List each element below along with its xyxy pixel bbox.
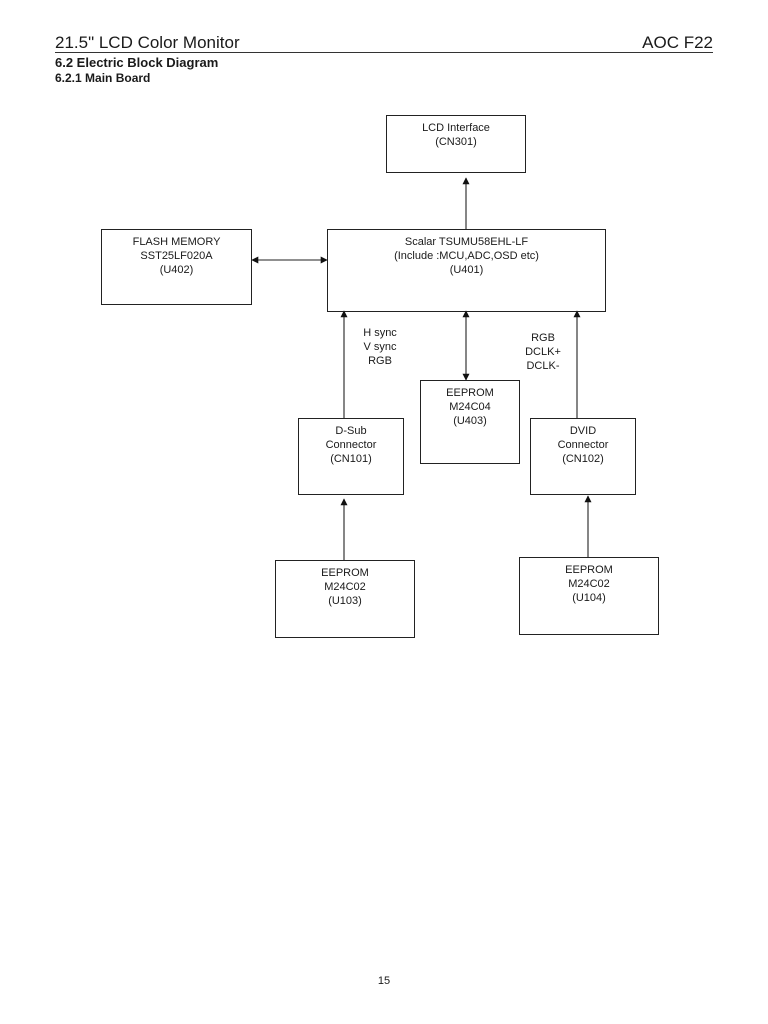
- signal-dclk-plus: DCLK+: [525, 346, 561, 358]
- flash-memory-part: SST25LF020A: [140, 250, 213, 262]
- signal-vsync: V sync: [363, 341, 397, 353]
- dsub-connector-block: D-Sub Connector (CN101): [298, 418, 404, 495]
- lcd-interface-ref: (CN301): [435, 136, 477, 148]
- dsub-ref: (CN101): [330, 453, 372, 465]
- dvid-ref: (CN102): [562, 453, 604, 465]
- flash-memory-name: FLASH MEMORY: [132, 236, 221, 248]
- lcd-interface-block: LCD Interface (CN301): [386, 115, 526, 173]
- document-title: 21.5" LCD Color Monitor: [55, 33, 240, 52]
- eeprom-u403-block: EEPROM M24C04 (U403): [420, 380, 520, 464]
- signal-rgb-analog: RGB: [368, 355, 392, 367]
- eeprom-u103-block: EEPROM M24C02 (U103): [275, 560, 415, 638]
- subsection-heading: 6.2.1 Main Board: [55, 71, 151, 85]
- header-rule: [55, 52, 713, 53]
- eeprom-u104-ref: (U104): [572, 592, 606, 604]
- eeprom-u403-ref: (U403): [453, 415, 487, 427]
- model-name: AOC F22: [642, 33, 713, 52]
- page-number: 15: [377, 975, 391, 987]
- signal-hsync: H sync: [363, 327, 397, 339]
- lcd-interface-name: LCD Interface: [422, 122, 490, 134]
- scalar-ref: (U401): [449, 264, 484, 276]
- dvid-type: Connector: [557, 439, 609, 451]
- scalar-name: Scalar TSUMU58EHL-LF: [404, 236, 529, 248]
- dvid-signal-labels: RGB DCLK+ DCLK-: [514, 331, 572, 373]
- dvid-name: DVID: [569, 425, 597, 437]
- scalar-includes: (Include :MCU,ADC,OSD etc): [394, 250, 539, 262]
- signal-rgb-digital: RGB: [531, 332, 555, 344]
- dvid-connector-block: DVID Connector (CN102): [530, 418, 636, 495]
- scalar-block: Scalar TSUMU58EHL-LF (Include :MCU,ADC,O…: [327, 229, 606, 312]
- eeprom-u103-ref: (U103): [328, 595, 362, 607]
- eeprom-u104-name: EEPROM: [565, 564, 613, 576]
- signal-dclk-minus: DCLK-: [526, 360, 560, 372]
- eeprom-u104-block: EEPROM M24C02 (U104): [519, 557, 659, 635]
- eeprom-u403-part: M24C04: [449, 401, 491, 413]
- dsub-type: Connector: [325, 439, 377, 451]
- eeprom-u103-name: EEPROM: [321, 567, 369, 579]
- flash-memory-ref: (U402): [159, 264, 194, 276]
- section-heading: 6.2 Electric Block Diagram: [55, 55, 219, 70]
- dsub-signal-labels: H sync V sync RGB: [352, 326, 408, 368]
- eeprom-u403-name: EEPROM: [446, 387, 494, 399]
- flash-memory-block: FLASH MEMORY SST25LF020A (U402): [101, 229, 252, 305]
- dsub-name: D-Sub: [335, 425, 367, 437]
- eeprom-u103-part: M24C02: [324, 581, 366, 593]
- eeprom-u104-part: M24C02: [568, 578, 610, 590]
